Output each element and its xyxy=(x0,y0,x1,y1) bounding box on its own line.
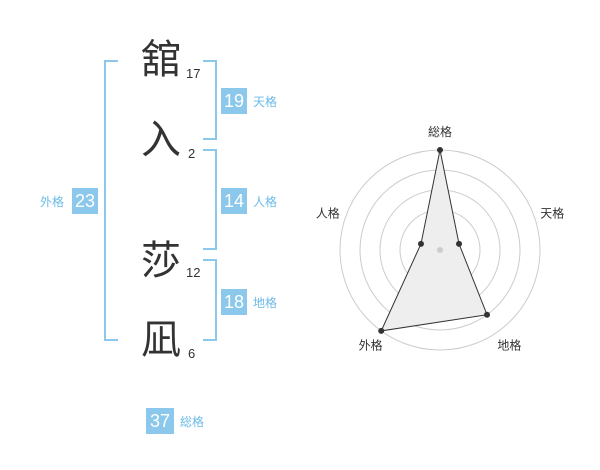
chikaku-badge: 18 xyxy=(221,289,247,315)
stroke-count-1: 17 xyxy=(186,66,201,81)
gaikaku-bracket xyxy=(104,60,118,341)
radar-center-dot xyxy=(437,247,443,253)
tenkaku-label: 天格 xyxy=(253,95,278,109)
chikaku-label: 地格 xyxy=(253,296,278,310)
soukaku-badge: 37 xyxy=(146,408,174,434)
jinkaku-label: 人格 xyxy=(253,195,278,209)
radar-point-1 xyxy=(437,147,443,153)
radar-point-3 xyxy=(484,311,491,318)
stroke-count-2: 2 xyxy=(188,146,196,161)
jinkaku-bracket xyxy=(203,149,217,250)
soukaku-label: 総格 xyxy=(180,415,205,429)
radar-axis-label-3: 地格 xyxy=(497,337,521,352)
radar-data-polygon xyxy=(380,149,488,332)
radar-point-4 xyxy=(378,327,385,334)
gaikaku-badge: 23 xyxy=(72,188,98,214)
tenkaku-badge: 19 xyxy=(221,88,247,114)
stroke-count-3: 12 xyxy=(186,265,201,280)
radar-axis-label-5: 人格 xyxy=(316,206,340,221)
kanji-char-1: 舘 xyxy=(141,37,181,83)
kanji-char-3: 莎 xyxy=(141,238,181,284)
radar-point-5 xyxy=(417,240,424,247)
kanji-char-4: 凪 xyxy=(141,317,181,363)
radar-point-2 xyxy=(456,240,463,247)
tenkaku-bracket xyxy=(203,60,217,140)
jinkaku-badge: 14 xyxy=(221,188,247,214)
radar-axis-label-1: 総格 xyxy=(428,124,452,139)
chikaku-bracket xyxy=(203,259,217,341)
radar-axis-label-4: 外格 xyxy=(359,337,383,352)
kanji-char-2: 入 xyxy=(141,117,181,163)
radar-axis-label-2: 天格 xyxy=(540,206,564,221)
stroke-count-4: 6 xyxy=(188,346,196,361)
gaikaku-label: 外格 xyxy=(40,195,65,209)
